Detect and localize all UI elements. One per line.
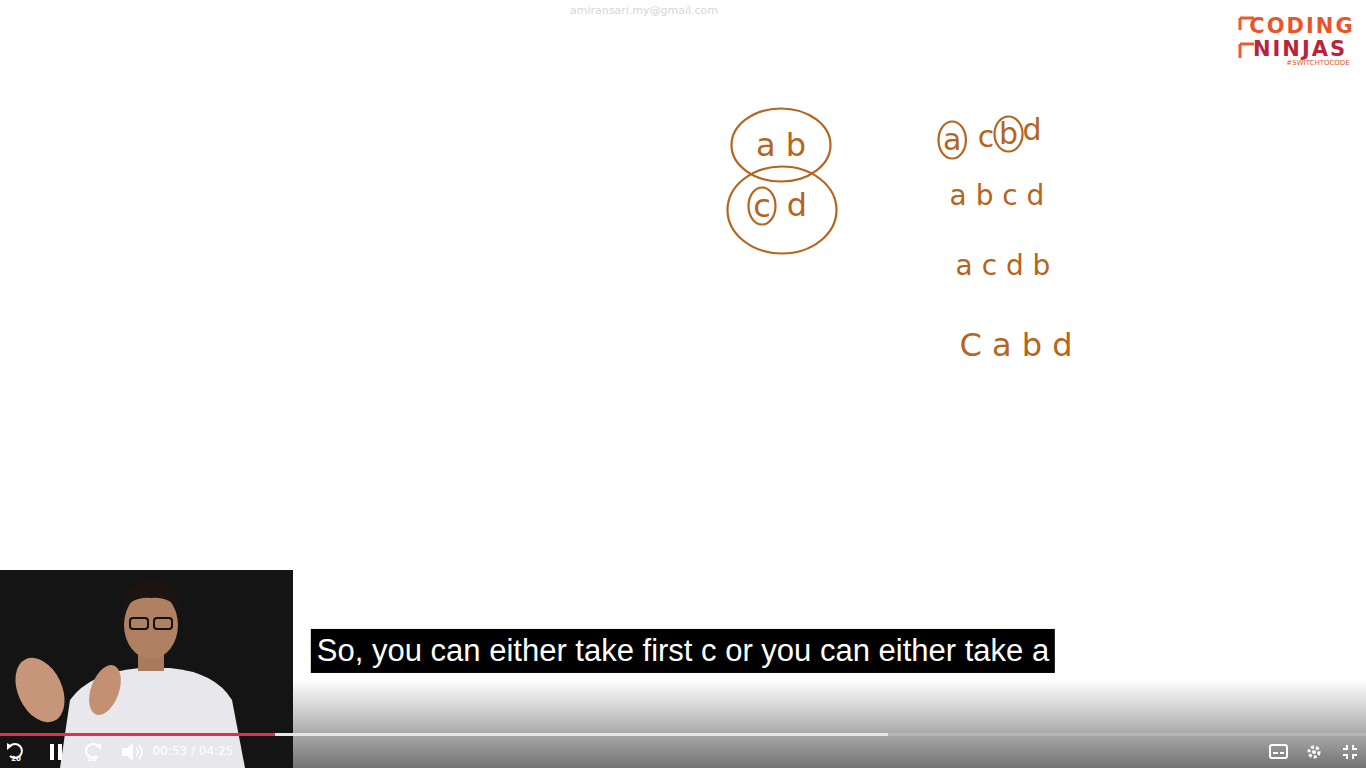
- sequence: a b c d: [950, 181, 1045, 212]
- outline-stroke: [939, 122, 966, 159]
- player-controls: [139, 745, 142, 759]
- group-ellipse: dc: [726, 165, 838, 255]
- player-controls: [7, 743, 12, 750]
- progress-bar: [0, 733, 1366, 736]
- webcam-inset: [154, 618, 172, 629]
- webcam-inset: [0, 570, 293, 768]
- group-ellipse: a b: [730, 107, 832, 183]
- logo-mark: [1240, 44, 1254, 58]
- webcam-inset: [122, 580, 181, 612]
- subtitle: So, you can either take first c or you c…: [311, 629, 1055, 673]
- player-controls: [58, 744, 62, 760]
- player-controls: [1343, 745, 1357, 759]
- webcam-inset: [83, 661, 127, 719]
- pick-circle: a: [937, 120, 967, 160]
- outline-stroke: [728, 167, 837, 254]
- progress-bar: [0, 733, 888, 736]
- sequence-letter: c: [978, 120, 995, 153]
- sequence: C a b d: [959, 328, 1072, 363]
- outline-stroke: [995, 117, 1023, 152]
- pick-circle: b: [993, 115, 1024, 153]
- player-controls: [1312, 750, 1316, 754]
- webcam-inset: [60, 668, 245, 768]
- webcam-inset: [130, 618, 148, 629]
- player-controls: [136, 748, 138, 756]
- player-controls: [1270, 745, 1287, 758]
- player-controls: [1280, 752, 1284, 754]
- sequence-letter: d: [1022, 113, 1041, 146]
- node-letter: b: [999, 119, 1018, 149]
- player-controls: [1309, 747, 1319, 757]
- webcam-inset: [6, 650, 75, 730]
- player-controls: [50, 744, 54, 760]
- logo-tagline: #SWITCHTOCODE: [1286, 60, 1349, 68]
- node-letter: c: [753, 190, 771, 222]
- node-letter: a b: [756, 129, 806, 161]
- player-controls: [7, 743, 1357, 761]
- logo-text: NINJAS: [1253, 38, 1347, 61]
- node-letter: a: [943, 125, 961, 155]
- progress-bar: [0, 733, 275, 736]
- skip-seconds: 20: [11, 756, 21, 764]
- skip-seconds: 20: [87, 756, 97, 764]
- watermark: amiransari.my@gmail.com: [570, 5, 718, 17]
- outline: [726, 165, 838, 255]
- player-controls: [122, 743, 133, 761]
- webcam-inset: [0, 570, 293, 768]
- outline-stroke: [749, 188, 776, 225]
- outline-stroke: [732, 109, 831, 182]
- sequence: a c d b: [956, 251, 1051, 282]
- logo-text: CODING: [1249, 15, 1354, 38]
- pick-circle: c: [747, 186, 777, 226]
- player-controls: [96, 743, 101, 750]
- time-display: 00:53 / 04:25: [153, 745, 234, 758]
- player-controls: [1273, 752, 1278, 754]
- progress-bar: [0, 733, 1366, 736]
- node-letter: d: [787, 189, 807, 221]
